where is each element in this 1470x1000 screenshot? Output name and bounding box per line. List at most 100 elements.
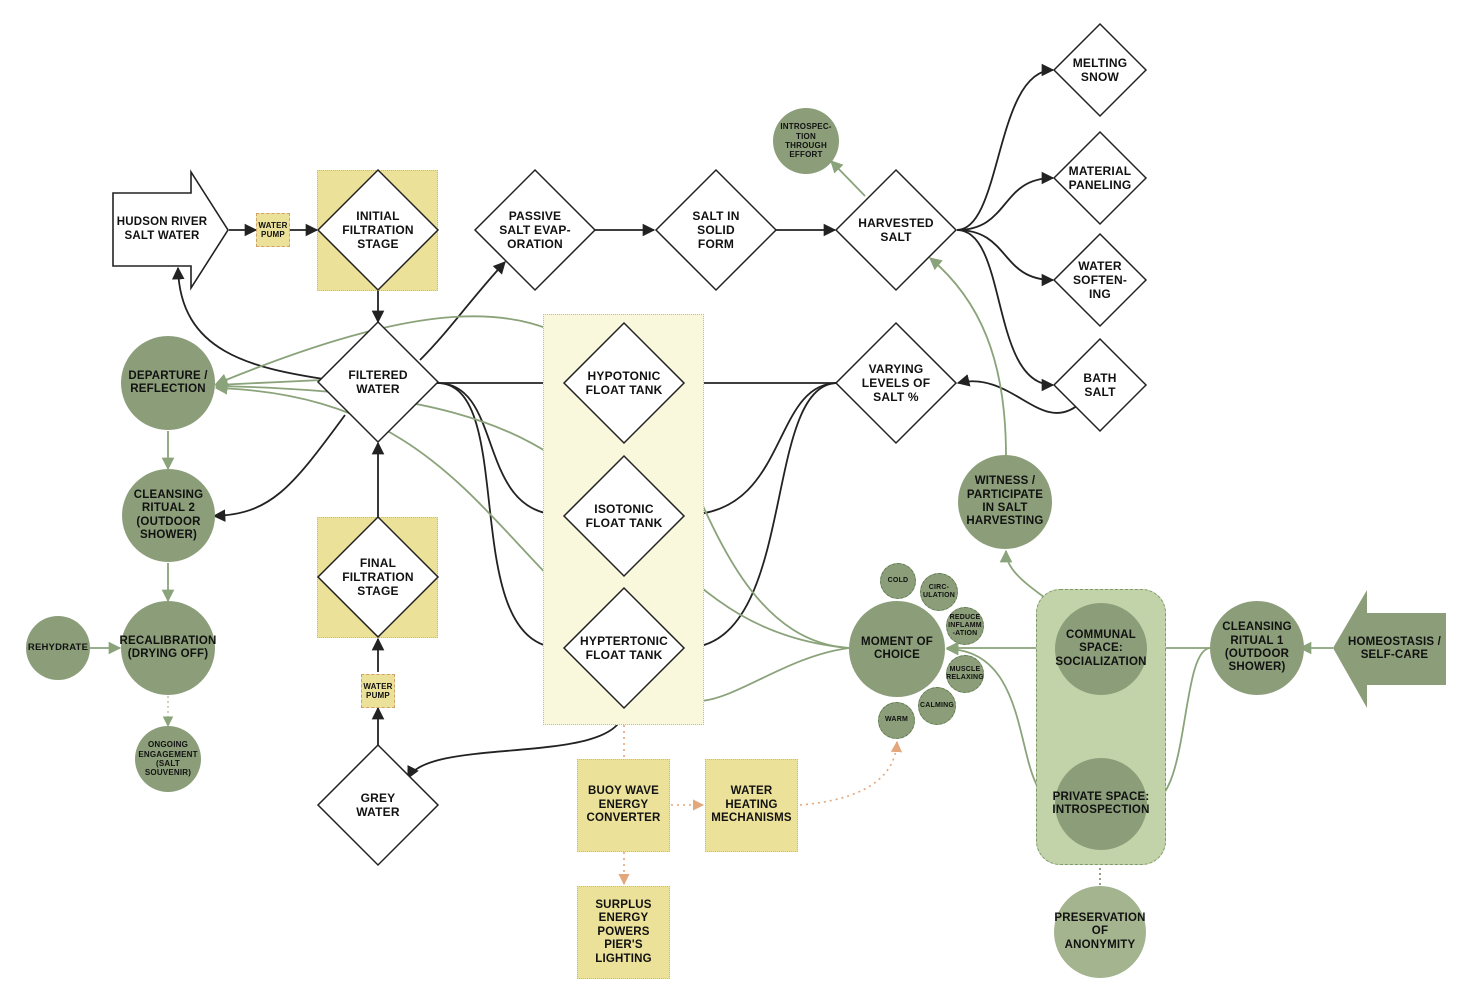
initial-filtration-diamond[interactable] xyxy=(316,168,440,292)
homeostasis-text: HOMEOSTASIS / SELF-CARE xyxy=(1347,635,1442,661)
cold-condition-text: COLD xyxy=(887,576,909,584)
harvested-salt-diamond[interactable] xyxy=(834,168,958,292)
anonymity-text: PRESERVATION OF ANONYMITY xyxy=(1054,911,1146,951)
melting-snow-node: MELTING SNOW xyxy=(1054,24,1146,116)
witness-circle[interactable]: WITNESS / PARTICIPATE IN SALT HARVESTING xyxy=(958,455,1052,549)
hudson-river-text: HUDSON RIVER SALT WATER xyxy=(116,216,208,242)
edge-hypertonic-to-grey xyxy=(407,707,625,780)
recalibration-circle[interactable]: RECALIBRATION (DRYING OFF) xyxy=(119,601,217,695)
cleansing-ritual-2-circle[interactable]: CLEANSING RITUAL 2 (OUTDOOR SHOWER) xyxy=(122,469,215,562)
hypertonic-tank-diamond[interactable] xyxy=(562,586,686,710)
edge-filtered-to-departure xyxy=(214,378,323,391)
grey-water-text: GREY WATER xyxy=(356,790,400,819)
lower-water-pump[interactable]: WATER PUMP xyxy=(361,674,395,708)
cleansing-ritual-2-text: CLEANSING RITUAL 2 (OUTDOOR SHOWER) xyxy=(133,488,204,541)
cleansing-ritual-1-circle[interactable]: CLEANSING RITUAL 1 (OUTDOOR SHOWER) xyxy=(1210,601,1304,695)
edge-bath-to-varying xyxy=(956,374,1079,414)
salt-solid-text: SALT IN SOLID FORM xyxy=(692,208,740,252)
material-paneling-node: MATERIAL PANELING xyxy=(1054,132,1146,224)
homeostasis-label: HOMEOSTASIS / SELF-CARE xyxy=(1343,613,1446,685)
surplus-energy-box[interactable]: SURPLUS ENERGY POWERS PIER'S LIGHTING xyxy=(577,886,670,979)
communal-space-circle[interactable]: COMMUNAL SPACE: SOCIALIZATION xyxy=(1055,603,1147,695)
inflammation-condition-bubble[interactable]: REDUCE INFLAMM -ATION xyxy=(946,607,984,645)
hypotonic-tank-node: HYPOTONIC FLOAT TANK xyxy=(564,323,684,443)
passive-evaporation-text: PASSIVE SALT EVAP- ORATION xyxy=(499,208,571,252)
initial-filtration-text: INITIAL FILTRATION STAGE xyxy=(342,208,414,252)
final-filtration-diamond[interactable] xyxy=(316,515,440,639)
rehydrate-circle[interactable]: REHYDRATE xyxy=(26,616,90,680)
edge-heating-to-conditions xyxy=(799,740,903,806)
water-heating-box[interactable]: WATER HEATING MECHANISMS xyxy=(705,759,798,852)
buoy-converter-text: BUOY WAVE ENERGY CONVERTER xyxy=(586,785,661,825)
edge-filtered-to-passive xyxy=(419,261,506,361)
passive-evaporation-node: PASSIVE SALT EVAP- ORATION xyxy=(475,170,595,290)
melting-snow-text: MELTING SNOW xyxy=(1072,55,1128,84)
edge-witness-to-harvested xyxy=(929,257,1007,457)
material-paneling-diamond[interactable] xyxy=(1052,130,1148,226)
surplus-energy-text: SURPLUS ENERGY POWERS PIER'S LIGHTING xyxy=(595,898,652,965)
buoy-converter-box[interactable]: BUOY WAVE ENERGY CONVERTER xyxy=(577,759,670,852)
recalibration-text: RECALIBRATION (DRYING OFF) xyxy=(119,634,217,660)
cleansing-ritual-1-text: CLEANSING RITUAL 1 (OUTDOOR SHOWER) xyxy=(1222,621,1292,674)
ongoing-engagement-circle[interactable]: ONGOING ENGAGEMENT (SALT SOUVENIR) xyxy=(135,726,201,792)
private-space-circle[interactable]: PRIVATE SPACE: INTROSPECTION xyxy=(1052,758,1150,850)
calming-condition-text: CALMING xyxy=(919,701,955,709)
hudson-source-arrow xyxy=(112,169,229,291)
varying-salt-diamond[interactable] xyxy=(834,321,958,445)
warm-condition-text: WARM xyxy=(885,716,908,724)
upper-water-pump[interactable]: WATER PUMP xyxy=(256,213,290,247)
water-softening-node: WATER SOFTEN- ING xyxy=(1054,234,1146,326)
final-filtration-node: FINAL FILTRATION STAGE xyxy=(318,517,438,637)
witness-text: WITNESS / PARTICIPATE IN SALT HARVESTING xyxy=(966,475,1044,528)
hypertonic-tank-text: HYPTERTONIC FLOAT TANK xyxy=(580,633,668,662)
muscle-relaxing-condition-bubble[interactable]: MUSCLE RELAXING xyxy=(946,655,984,693)
bath-salt-text: BATH SALT xyxy=(1083,370,1117,399)
varying-salt-text: VARYING LEVELS OF SALT % xyxy=(861,361,931,405)
water-softening-diamond[interactable] xyxy=(1052,232,1148,328)
edge-filtered-to-isotonic xyxy=(436,382,564,522)
edge-harvested-to-softening xyxy=(956,229,1055,287)
passive-evaporation-diamond[interactable] xyxy=(473,168,597,292)
filtered-water-diamond[interactable] xyxy=(316,320,440,444)
melting-snow-diamond[interactable] xyxy=(1052,22,1148,118)
bath-salt-diamond[interactable] xyxy=(1052,337,1148,433)
grey-water-node: GREY WATER xyxy=(318,745,438,865)
upper-water-pump-text: WATER PUMP xyxy=(258,220,288,239)
initial-filtration-node: INITIAL FILTRATION STAGE xyxy=(318,170,438,290)
hypotonic-tank-diamond[interactable] xyxy=(562,321,686,445)
cold-condition-bubble[interactable]: COLD xyxy=(880,563,916,599)
filtered-water-text: FILTERED WATER xyxy=(348,367,408,396)
salt-solid-diamond[interactable] xyxy=(654,168,778,292)
filtered-water-node: FILTERED WATER xyxy=(318,322,438,442)
homeostasis-source-arrow xyxy=(1333,590,1446,708)
bath-salt-node: BATH SALT xyxy=(1054,339,1146,431)
departure-circle[interactable]: DEPARTURE / REFLECTION xyxy=(121,336,215,430)
water-softening-text: WATER SOFTEN- ING xyxy=(1072,258,1128,302)
edge-filtered-to-cleansing2 xyxy=(212,414,346,522)
grey-water-diamond[interactable] xyxy=(316,743,440,867)
edge-harvested-to-bath xyxy=(956,229,1055,392)
final-filtration-text: FINAL FILTRATION STAGE xyxy=(342,555,414,599)
isotonic-tank-diamond[interactable] xyxy=(562,454,686,578)
harvested-salt-node: HARVESTED SALT xyxy=(836,170,956,290)
private-space-text: PRIVATE SPACE: INTROSPECTION xyxy=(1052,790,1150,816)
calming-condition-bubble[interactable]: CALMING xyxy=(918,687,956,725)
inflammation-condition-text: REDUCE INFLAMM -ATION xyxy=(948,613,982,638)
edge-varying-to-hypertonic xyxy=(682,382,839,655)
edge-harvested-to-snow xyxy=(956,63,1055,231)
moment-of-choice-circle[interactable]: MOMENT OF CHOICE xyxy=(849,601,945,697)
hudson-river-label: HUDSON RIVER SALT WATER xyxy=(113,193,211,266)
lower-water-pump-text: WATER PUMP xyxy=(363,681,393,700)
moment-of-choice-text: MOMENT OF CHOICE xyxy=(860,635,934,661)
water-heating-text: WATER HEATING MECHANISMS xyxy=(711,785,792,825)
anonymity-circle[interactable]: PRESERVATION OF ANONYMITY xyxy=(1054,886,1146,978)
introspection-effort-circle[interactable]: INTROSPEC- TION THROUGH EFFORT xyxy=(773,108,839,174)
rehydrate-text: REHYDRATE xyxy=(27,642,89,654)
hypertonic-tank-node: HYPTERTONIC FLOAT TANK xyxy=(564,588,684,708)
warm-condition-bubble[interactable]: WARM xyxy=(878,702,915,739)
varying-salt-node: VARYING LEVELS OF SALT % xyxy=(836,323,956,443)
circulation-condition-bubble[interactable]: CIRC- ULATION xyxy=(920,573,958,611)
ongoing-engagement-text: ONGOING ENGAGEMENT (SALT SOUVENIR) xyxy=(138,740,198,778)
